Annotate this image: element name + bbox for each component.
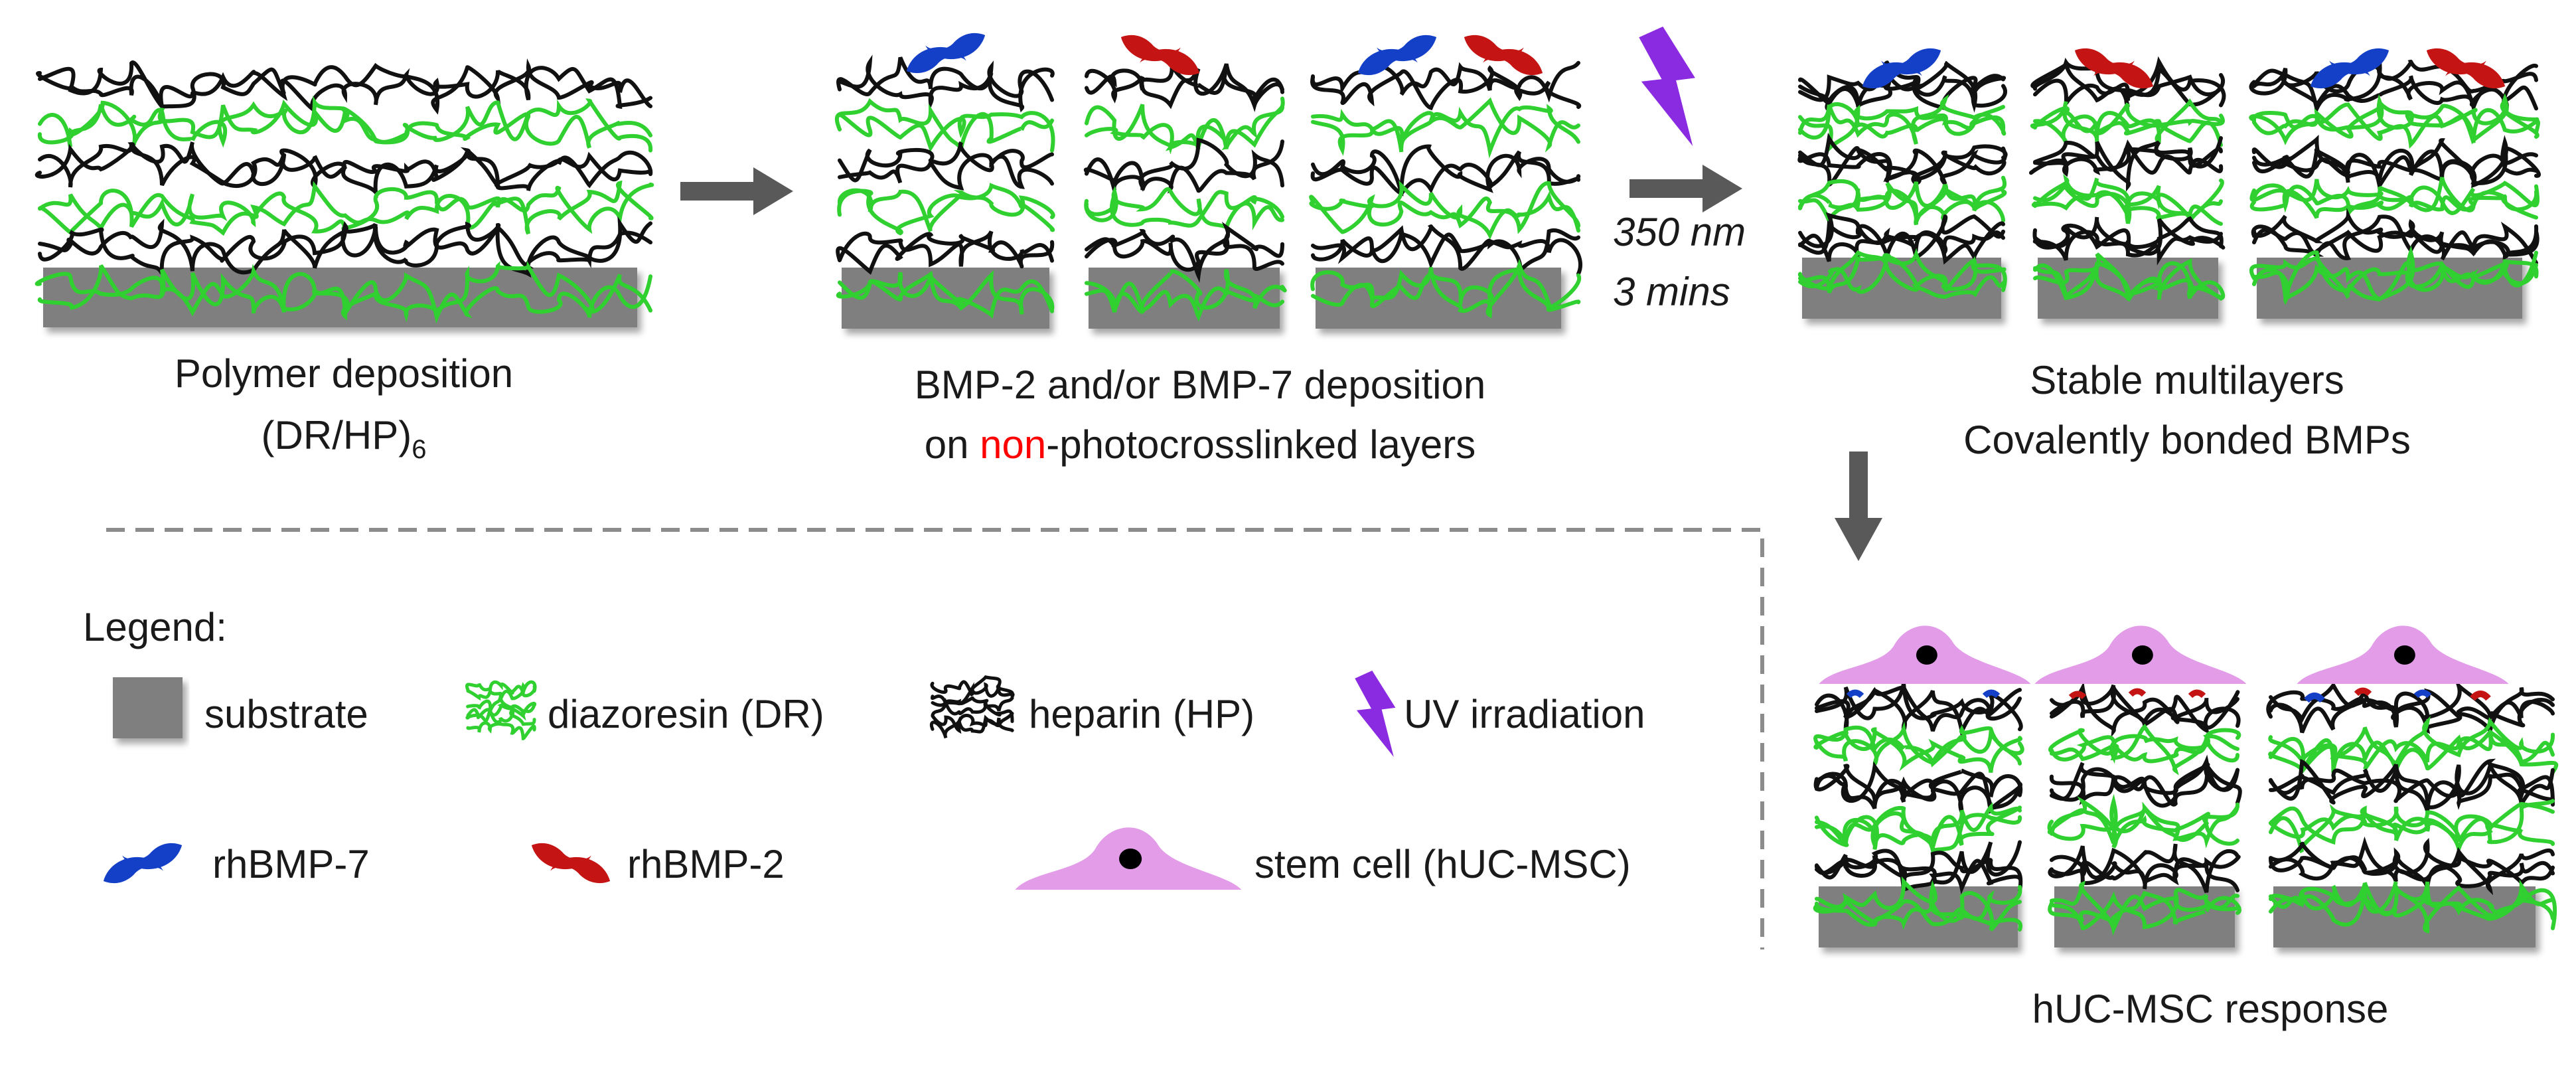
- step3-layers-c: [2249, 59, 2541, 305]
- step4-caption: hUC-MSC response: [2032, 987, 2389, 1031]
- step2-multilayers: [834, 33, 1582, 329]
- step2-bmp2-c: [1464, 35, 1543, 76]
- step4-layers-a: [1813, 683, 2024, 932]
- step2-highlight-non: non: [980, 422, 1046, 467]
- legend-bmp2-icon: [531, 843, 611, 884]
- step4-bmp2-mark-b3: [2188, 689, 2206, 698]
- legend-substrate-swatch: [113, 677, 183, 738]
- step3-layers-b: [2028, 56, 2226, 302]
- step2-layers-b: [1083, 56, 1287, 322]
- legend-diazoresin-label: diazoresin (DR): [548, 692, 824, 736]
- step4-bmp2-mark-b1: [2068, 691, 2087, 700]
- step2-layers-a: [834, 54, 1055, 319]
- legend-bmp2-label: rhBMP-2: [627, 842, 785, 886]
- step4-bmp2-mark-c4: [2470, 691, 2491, 701]
- legend-heparin-label: heparin (HP): [1029, 692, 1254, 736]
- step4-bmp7-mark-c3: [2413, 689, 2432, 698]
- step1-polymer-layers: [35, 58, 654, 324]
- step4-layers-c: [2266, 679, 2559, 934]
- legend-diazoresin-icon: [465, 680, 537, 740]
- uv-duration: 3 mins: [1613, 270, 1730, 314]
- legend-uv-label: UV irradiation: [1404, 692, 1645, 736]
- legend-title: Legend:: [83, 605, 227, 649]
- step4-stem-cell-b: [2034, 625, 2247, 684]
- legend-box: Legend: substrate diazoresin (DR) hepari…: [83, 528, 1764, 949]
- step2-caption-line2: on non-photocrosslinked layers: [925, 422, 1476, 467]
- step4-bmp7-mark-a2: [1982, 689, 2001, 698]
- legend-heparin-icon: [930, 675, 1015, 739]
- step4-multilayers: [1813, 625, 2559, 947]
- legend-stem-cell-label: stem cell (hUC-MSC): [1254, 842, 1631, 886]
- legend-dashed-border: [106, 528, 1764, 949]
- step3-multilayers: [1797, 48, 2541, 319]
- step4-bmp2-mark-b2: [2128, 688, 2147, 697]
- step4-bmp7-mark-c1: [2304, 693, 2325, 703]
- step4-stem-cell-c: [2297, 625, 2509, 684]
- legend-uv-bolt-icon: [1355, 671, 1396, 757]
- step4-stem-cell-a: [1819, 625, 2031, 684]
- uv-wavelength: 350 nm: [1613, 210, 1746, 254]
- arrow-right-1: [680, 167, 793, 215]
- step1-multilayer: [35, 58, 654, 327]
- uv-bolt-icon: [1639, 27, 1695, 146]
- step4-bmp7-mark-a1: [1846, 689, 1864, 698]
- step1-caption: Polymer deposition: [175, 351, 513, 396]
- arrow-right-2: [1629, 165, 1742, 212]
- legend-bmp7-label: rhBMP-7: [212, 842, 370, 886]
- step2-bmp2-b: [1120, 35, 1200, 76]
- step2-bmp7-c: [1357, 35, 1437, 76]
- step3-caption-line2: Covalently bonded BMPs: [1963, 418, 2411, 462]
- step4-layers-b: [2047, 681, 2242, 936]
- legend-stem-cell-icon: [1015, 827, 1242, 890]
- step4-bmp2-mark-c2: [2354, 687, 2372, 697]
- legend-substrate-label: substrate: [204, 692, 368, 736]
- step2-layers-c: [1309, 60, 1582, 319]
- step3-caption-line1: Stable multilayers: [2030, 358, 2344, 402]
- step2-substrate-a: [842, 268, 1049, 329]
- arrow-down: [1835, 451, 1882, 561]
- step1-formula: (DR/HP)6: [262, 413, 427, 464]
- step3-layers-a: [1797, 60, 2008, 299]
- step2-caption-line1: BMP-2 and/or BMP-7 deposition: [915, 363, 1485, 407]
- legend-bmp7-icon: [103, 843, 183, 884]
